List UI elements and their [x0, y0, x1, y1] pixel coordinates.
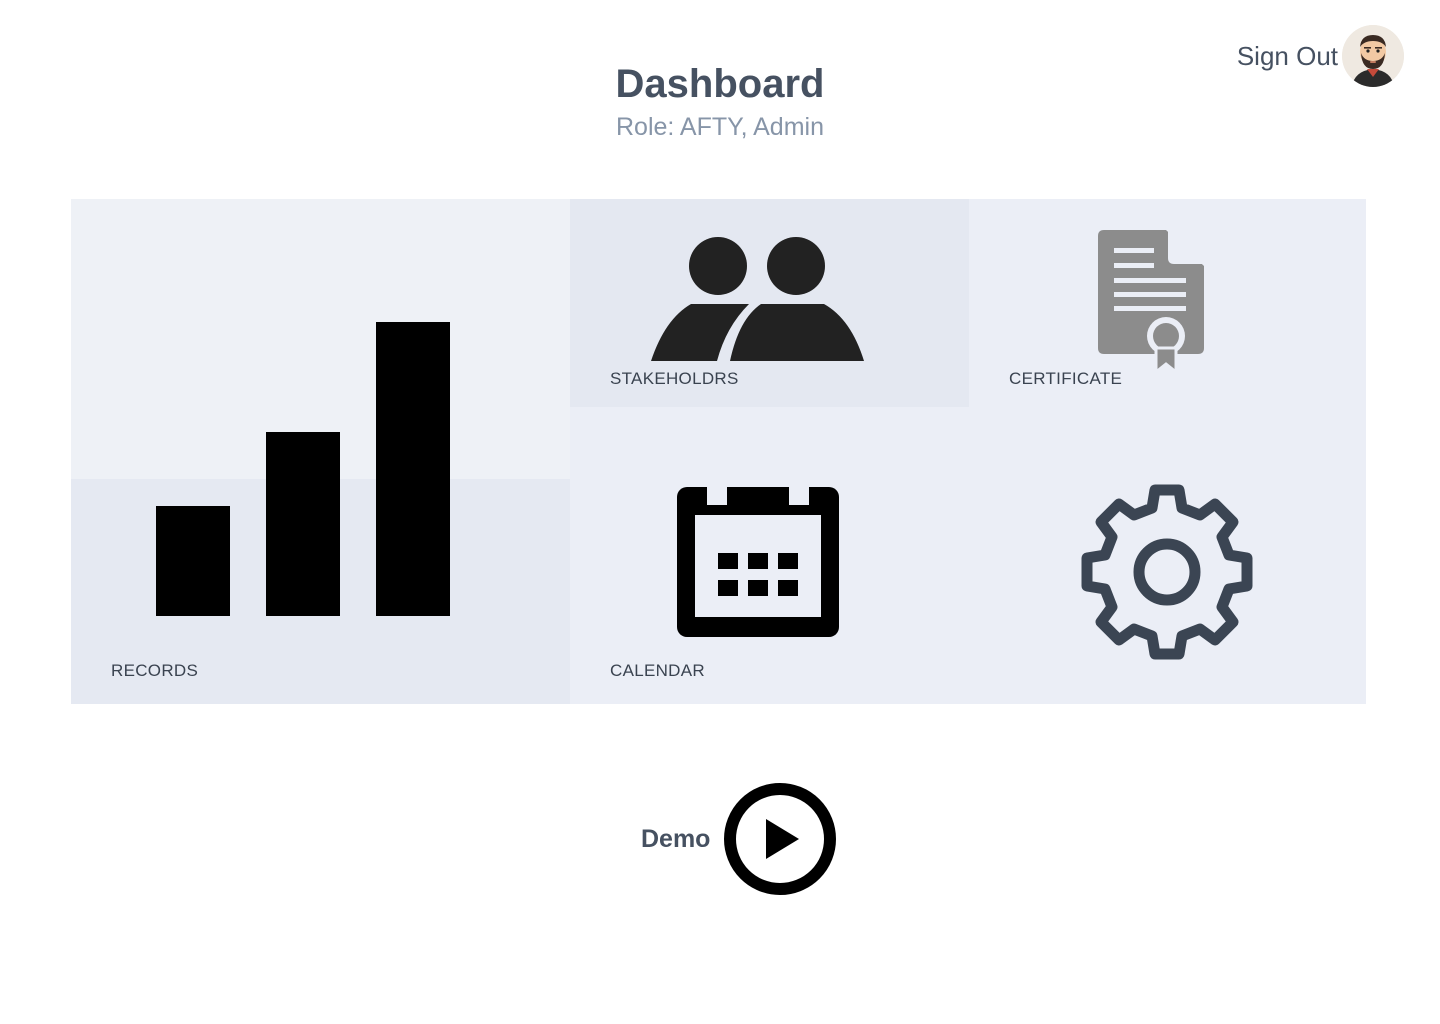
sign-out-button[interactable]: Sign Out	[1237, 24, 1404, 88]
people-icon	[651, 237, 864, 361]
tile-settings[interactable]	[969, 459, 1366, 704]
play-icon[interactable]	[723, 782, 837, 896]
page-title: Dashboard	[615, 62, 825, 106]
tile-label-calendar: CALENDAR	[610, 661, 705, 680]
calendar-icon	[677, 487, 839, 637]
gear-icon	[1081, 484, 1253, 660]
dashboard-grid: RECORDS STAKEHOLDRS CERTIFICATE	[71, 199, 1366, 704]
bar-chart-icon	[156, 322, 450, 616]
sign-out-label: Sign Out	[1236, 40, 1338, 71]
tile-calendar[interactable]: CALENDAR	[570, 459, 969, 704]
tile-records[interactable]: RECORDS	[71, 199, 570, 704]
role-subtitle: Role: AFTY, Admin	[616, 113, 824, 141]
certificate-icon	[1098, 230, 1204, 372]
tile-label-records: RECORDS	[111, 661, 199, 680]
tile-stakeholders[interactable]: STAKEHOLDRS	[570, 199, 969, 407]
tile-label-certificate: CERTIFICATE	[1009, 369, 1123, 388]
tile-label-stakeholders: STAKEHOLDRS	[610, 369, 739, 388]
avatar[interactable]	[1342, 25, 1404, 87]
user-avatar-icon	[1342, 25, 1404, 87]
demo-label: Demo	[641, 824, 711, 853]
demo-button[interactable]: Demo	[641, 782, 837, 896]
tile-certificate[interactable]: CERTIFICATE	[969, 199, 1366, 407]
